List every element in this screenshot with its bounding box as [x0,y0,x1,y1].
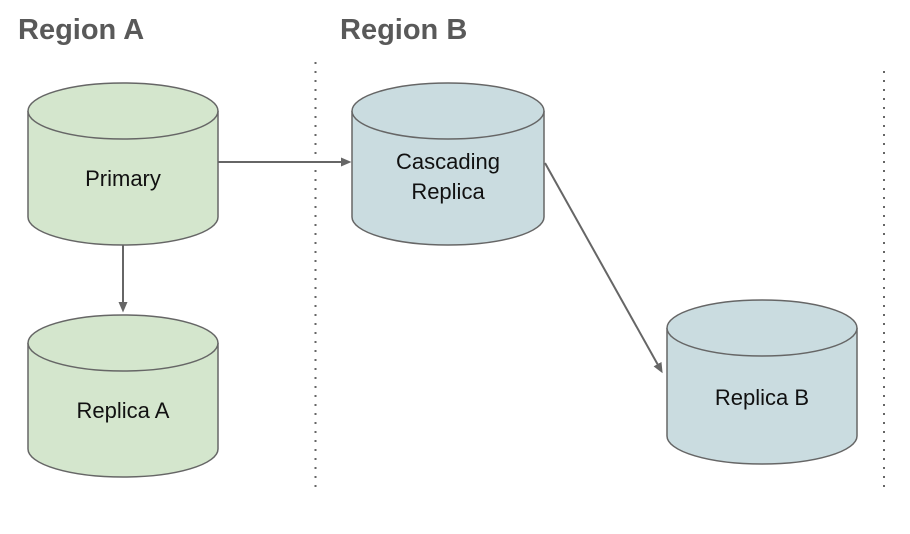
node-replica-b: Replica B [666,299,858,465]
database-cylinder-top-icon [666,299,858,357]
database-cylinder-top-icon [27,82,219,140]
database-cylinder-top-icon [27,314,219,372]
database-cylinder-icon [351,111,545,246]
region-b-label: Region B [340,14,467,46]
node-replica-a: Replica A [27,314,219,478]
node-primary: Primary [27,82,219,246]
arrow-cascading-replica-to-replica-b [544,162,663,374]
region-a-label: Region A [18,14,144,46]
node-label-replica-b: Replica B [715,385,809,410]
node-cascading-replica: Cascading Replica [351,82,545,246]
database-cylinder-icon [27,343,219,478]
node-label-cascading-line1: Cascading [396,149,500,174]
database-cylinder-top-icon [351,82,545,140]
node-label-primary: Primary [85,166,161,191]
database-cylinder-icon [27,111,219,246]
node-label-cascading-line2: Replica [411,179,485,204]
node-label-replica-a: Replica A [77,398,170,423]
database-cylinder-icon [666,328,858,465]
